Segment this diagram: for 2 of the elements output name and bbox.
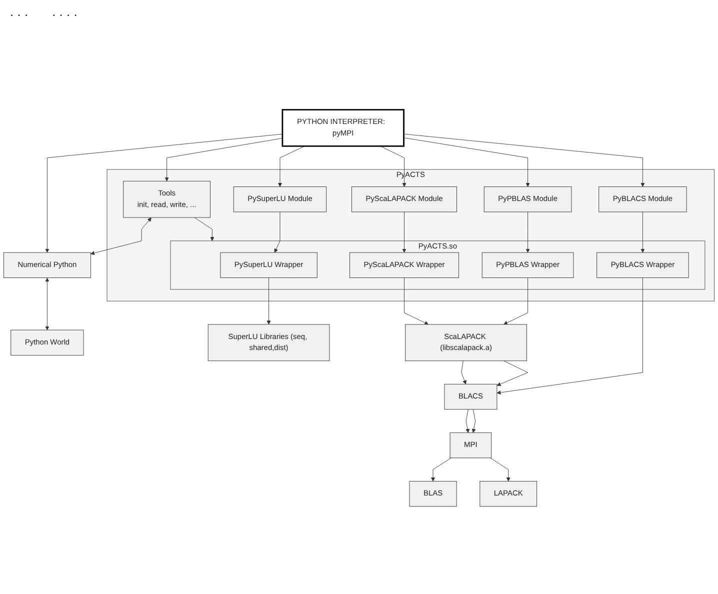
ellipsis-text: . . .	[10, 4, 28, 19]
ellipsis-text: . . . .	[52, 4, 78, 19]
